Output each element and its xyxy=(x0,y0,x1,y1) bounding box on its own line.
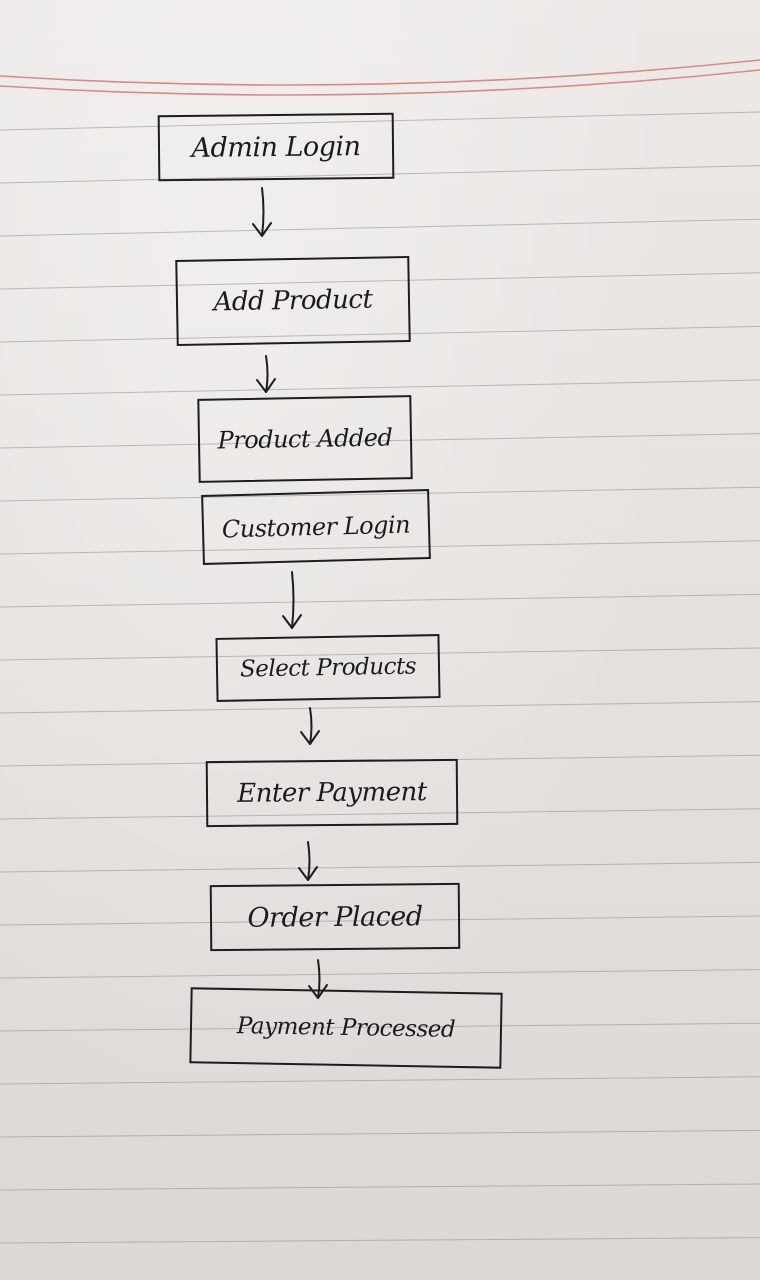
margin-line xyxy=(0,59,760,86)
flow-arrow xyxy=(298,841,318,881)
rule-line xyxy=(0,969,760,979)
flow-arrow xyxy=(282,571,302,629)
node-admin-login: Admin Login xyxy=(157,112,395,182)
rule-line xyxy=(0,272,760,290)
rule-line xyxy=(0,218,760,237)
rule-line xyxy=(0,379,760,396)
node-payment-processed: Payment Processed xyxy=(189,987,503,1069)
node-order-placed: Order Placed xyxy=(209,882,461,952)
node-add-product: Add Product xyxy=(175,255,411,347)
rule-line xyxy=(0,593,760,608)
rule-line xyxy=(0,701,760,714)
node-label: Customer Login xyxy=(221,510,411,544)
rule-line xyxy=(0,433,760,449)
rule-line xyxy=(0,1129,760,1138)
rule-line xyxy=(0,1237,760,1244)
node-label: Product Added xyxy=(217,423,393,455)
rule-line xyxy=(0,1076,760,1085)
node-label: Add Product xyxy=(213,284,373,318)
node-product-added: Product Added xyxy=(197,395,413,483)
flow-arrow xyxy=(300,707,320,745)
node-select-products: Select Products xyxy=(215,634,441,702)
node-customer-login: Customer Login xyxy=(201,489,431,565)
rule-line xyxy=(0,915,760,926)
rule-line xyxy=(0,808,760,820)
rule-line xyxy=(0,540,760,555)
node-label: Select Products xyxy=(239,653,417,683)
node-label: Admin Login xyxy=(191,130,361,164)
flow-arrow xyxy=(256,355,276,393)
rule-line xyxy=(0,754,760,767)
node-enter-payment: Enter Payment xyxy=(205,758,459,828)
rule-line xyxy=(0,647,760,661)
rule-line xyxy=(0,486,760,502)
rule-line xyxy=(0,1183,760,1191)
rule-line xyxy=(0,165,760,184)
rule-line xyxy=(0,1022,760,1032)
node-label: Payment Processed xyxy=(236,1013,456,1043)
rule-line xyxy=(0,111,760,131)
rule-line xyxy=(0,861,760,873)
node-label: Order Placed xyxy=(247,900,423,934)
node-label: Enter Payment xyxy=(237,777,427,809)
margin-line xyxy=(0,69,760,96)
flow-arrow xyxy=(252,187,272,237)
rule-line xyxy=(0,325,760,343)
flow-arrow xyxy=(308,959,328,999)
